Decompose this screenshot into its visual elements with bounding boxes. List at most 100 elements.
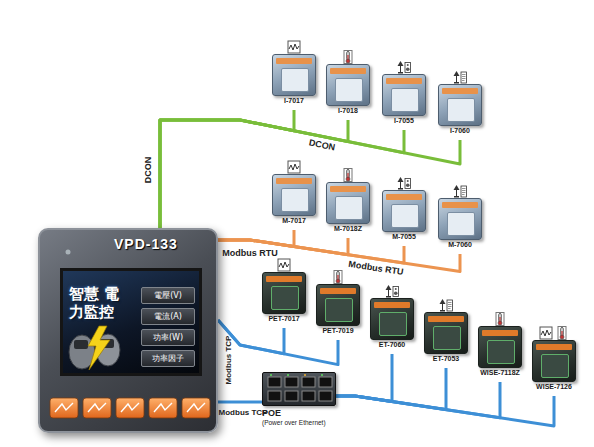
panel-device: VPD-133 智慧 電力監控 電壓(V) 電流(A) 功率(W) 功率因子 bbox=[38, 228, 218, 433]
module-body bbox=[316, 284, 360, 326]
button-label: 電壓(V) bbox=[154, 290, 182, 301]
bus-wire bbox=[336, 396, 554, 426]
button-label: 功率(W) bbox=[153, 332, 183, 343]
module-name: M-7018Z bbox=[320, 225, 376, 232]
module-name: ET-7053 bbox=[418, 355, 474, 362]
module-face bbox=[379, 312, 407, 336]
io-module: I-7017 bbox=[272, 54, 316, 110]
bus-wire bbox=[218, 240, 460, 272]
module-body bbox=[262, 272, 306, 314]
module-band bbox=[386, 194, 422, 200]
module-body bbox=[326, 64, 370, 106]
module-band bbox=[536, 344, 572, 350]
module-band bbox=[330, 186, 366, 192]
switch-body bbox=[262, 372, 336, 406]
screen-button: 功率(W) bbox=[141, 329, 195, 346]
io-module: M-7017 bbox=[272, 174, 316, 230]
io-module: ET-7060 bbox=[370, 298, 414, 354]
module-band bbox=[482, 330, 518, 336]
bus-name: Modbus TCP bbox=[219, 408, 268, 417]
module-body bbox=[478, 326, 522, 368]
module-name: I-7055 bbox=[376, 117, 432, 124]
bus-name: Modbus RTU bbox=[222, 248, 278, 258]
module-band bbox=[442, 88, 478, 94]
bus-wire bbox=[160, 120, 404, 228]
bus-wire bbox=[218, 401, 262, 404]
screen-heading: 智慧 電力監控 bbox=[69, 285, 131, 321]
screen-button: 電流(A) bbox=[141, 308, 195, 325]
io-module: I-7055 bbox=[382, 74, 426, 130]
module-name: I-7060 bbox=[432, 127, 488, 134]
screen-button: 功率因子 bbox=[141, 350, 195, 367]
module-body bbox=[382, 74, 426, 116]
bus-wire bbox=[336, 354, 392, 402]
module-band bbox=[386, 78, 422, 84]
module-face bbox=[335, 196, 363, 220]
module-body bbox=[382, 190, 426, 232]
model-name: VPD-133 bbox=[114, 236, 178, 252]
module-band bbox=[276, 58, 312, 64]
module-name: M-7017 bbox=[266, 217, 322, 224]
io-module: M-7060 bbox=[438, 198, 482, 254]
io-module: WISE-7118Z bbox=[478, 326, 522, 382]
io-module: WISE-7126 bbox=[532, 340, 576, 396]
module-face bbox=[391, 204, 419, 228]
module-name: M-7055 bbox=[376, 233, 432, 240]
button-label: 功率因子 bbox=[152, 353, 184, 364]
module-band bbox=[442, 202, 478, 208]
io-module: PET-7019 bbox=[316, 284, 360, 340]
module-band bbox=[320, 288, 356, 294]
module-name: I-7018 bbox=[320, 107, 376, 114]
module-body bbox=[424, 312, 468, 354]
io-module: I-7018 bbox=[326, 64, 370, 120]
module-face bbox=[391, 88, 419, 112]
module-body bbox=[438, 84, 482, 126]
bus-name: DCON bbox=[143, 157, 153, 184]
bus-name: Modbus TCP bbox=[224, 336, 233, 385]
bus-wire bbox=[218, 320, 338, 365]
bus-wire bbox=[336, 382, 500, 418]
module-face bbox=[487, 340, 515, 364]
module-face bbox=[281, 188, 309, 212]
module-face bbox=[433, 326, 461, 350]
module-name: PET-7019 bbox=[310, 327, 366, 334]
module-band bbox=[276, 178, 312, 184]
module-body bbox=[326, 182, 370, 224]
io-module: ET-7053 bbox=[424, 312, 468, 368]
screen-button: 電壓(V) bbox=[141, 287, 195, 304]
button-label: 電流(A) bbox=[154, 311, 182, 322]
sensor-icons bbox=[278, 41, 566, 340]
module-name: WISE-7118Z bbox=[472, 369, 528, 376]
module-band bbox=[330, 68, 366, 74]
poe-switch: POE(Power over Ethernet) bbox=[262, 372, 336, 432]
module-name: M-7060 bbox=[432, 241, 488, 248]
module-face bbox=[325, 298, 353, 322]
module-face bbox=[271, 286, 299, 310]
switch-note: (Power over Ethernet) bbox=[262, 419, 336, 426]
module-band bbox=[428, 316, 464, 322]
bus-wire bbox=[336, 368, 446, 410]
module-body bbox=[272, 174, 316, 216]
module-name: I-7017 bbox=[266, 97, 322, 104]
module-band bbox=[374, 302, 410, 308]
module-face bbox=[447, 212, 475, 236]
bus-wire bbox=[160, 120, 460, 228]
module-body bbox=[438, 198, 482, 240]
module-face bbox=[447, 98, 475, 122]
module-face bbox=[335, 78, 363, 102]
io-module: I-7060 bbox=[438, 84, 482, 140]
touch-screen: 智慧 電力監控 電壓(V) 電流(A) 功率(W) 功率因子 bbox=[60, 268, 202, 376]
module-name: WISE-7126 bbox=[526, 383, 582, 390]
module-band bbox=[266, 276, 302, 282]
io-module: M-7055 bbox=[382, 190, 426, 246]
io-module: M-7018Z bbox=[326, 182, 370, 238]
module-body bbox=[272, 54, 316, 96]
module-name: PET-7017 bbox=[256, 315, 312, 322]
module-body bbox=[532, 340, 576, 382]
module-name: ET-7060 bbox=[364, 341, 420, 348]
module-body bbox=[370, 298, 414, 340]
switch-name: POE bbox=[262, 408, 336, 418]
module-face bbox=[281, 68, 309, 92]
module-face bbox=[541, 354, 569, 378]
